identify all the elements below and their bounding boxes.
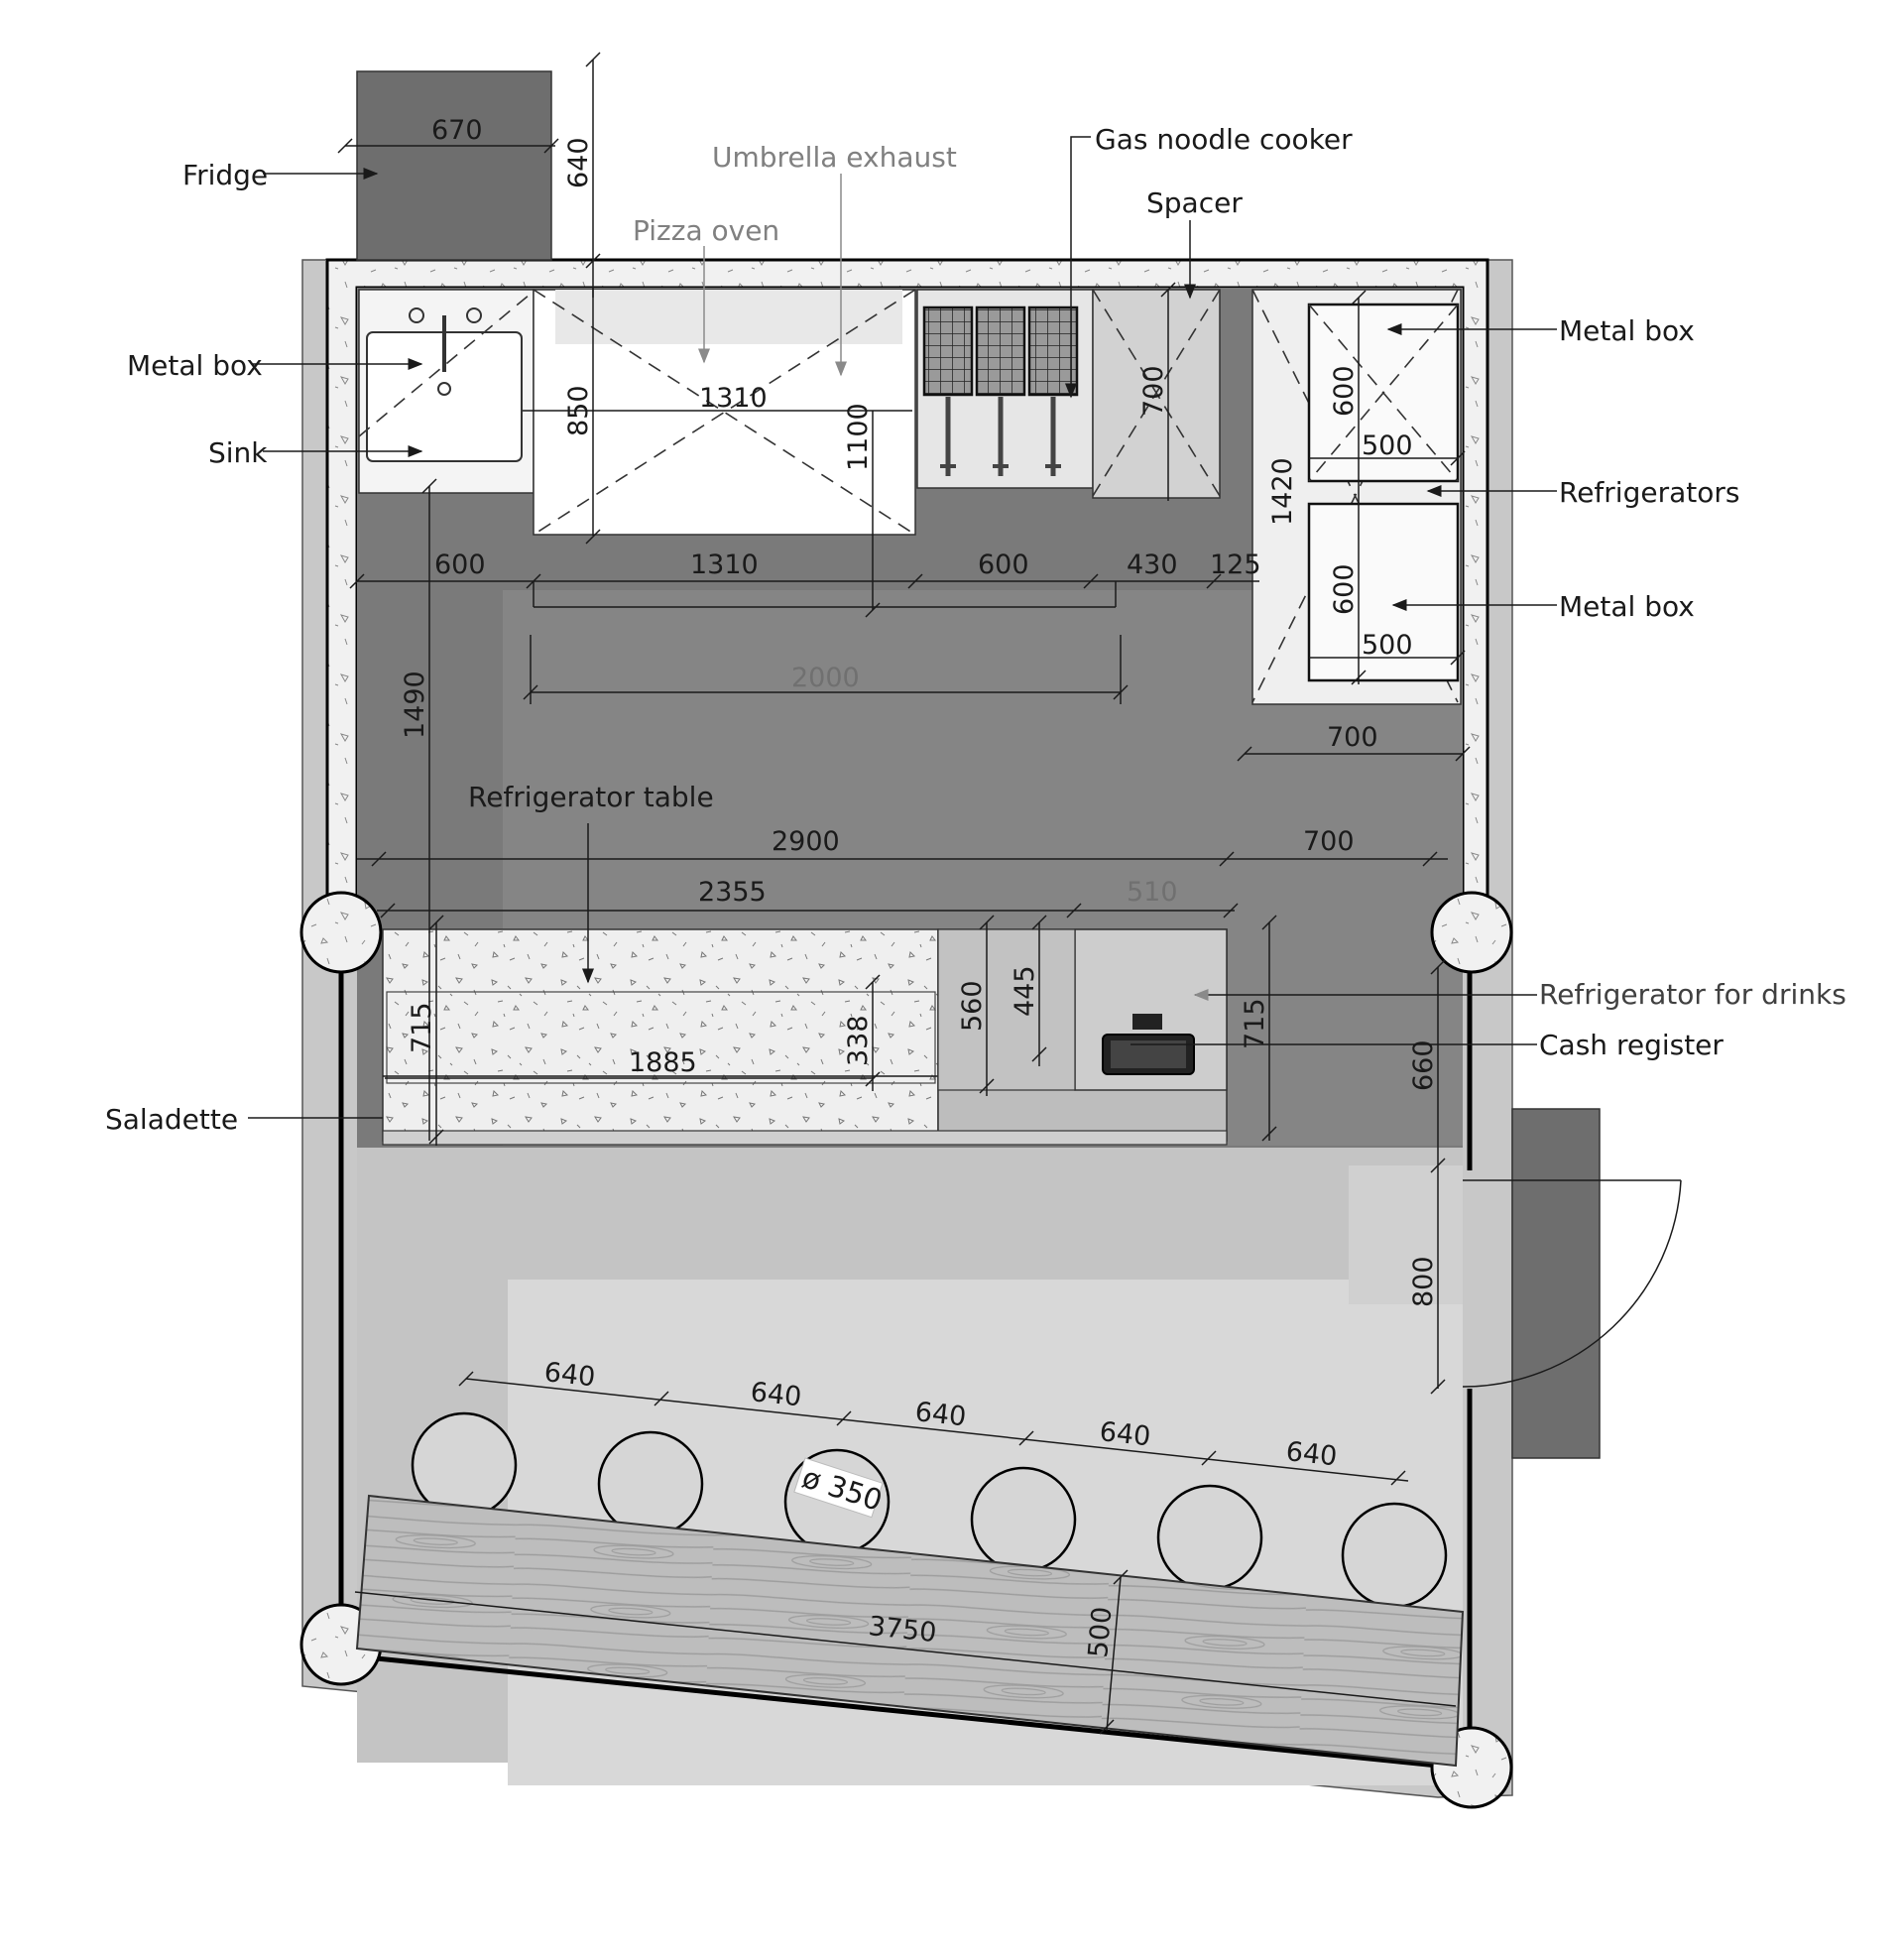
gas-noodle-cooker	[916, 289, 1094, 489]
dim-row-oven: 1310	[690, 550, 759, 580]
dim-bar-length: 3750	[867, 1611, 938, 1649]
dim-saladette-depth: 715	[407, 1002, 437, 1053]
bar-counter	[355, 1494, 1465, 1768]
stool-2[interactable]	[597, 1430, 704, 1537]
label-refrigerator-table: Refrigerator table	[468, 781, 714, 813]
fridge	[356, 70, 552, 261]
dim-counter-560: 560	[957, 980, 988, 1032]
stool-4[interactable]	[970, 1466, 1077, 1573]
dim-fridge-unit-depth-bottom: 600	[1329, 563, 1360, 615]
dim-fridge-depth: 640	[563, 137, 594, 188]
dim-stool-spacing-1: 640	[542, 1357, 597, 1393]
label-refrigerator-for-drinks: Refrigerator for drinks	[1539, 978, 1846, 1011]
dim-span-700: 700	[1303, 826, 1355, 857]
label-cash-register: Cash register	[1539, 1029, 1724, 1061]
label-spacer: Spacer	[1146, 186, 1243, 219]
dim-stool-spacing-3: 640	[913, 1397, 968, 1432]
dim-span-2355: 2355	[698, 877, 767, 908]
dim-saladette-inner: 338	[843, 1015, 874, 1066]
dim-stool-spacing-2: 640	[749, 1377, 803, 1412]
dim-span-510: 510	[1127, 877, 1178, 908]
dim-stool-spacing-4: 640	[1098, 1416, 1152, 1452]
label-pizza-oven: Pizza oven	[633, 214, 779, 247]
column-top-left	[299, 891, 383, 974]
label-sink: Sink	[208, 436, 268, 469]
label-umbrella-exhaust: Umbrella exhaust	[712, 141, 957, 174]
dim-row-gap: 125	[1210, 550, 1261, 580]
dim-stool-spacing-5: 640	[1284, 1436, 1339, 1472]
dim-exhaust-depth: 1100	[843, 403, 874, 471]
dim-fridge-unit-width-top: 500	[1362, 430, 1413, 461]
dim-saladette-width: 1885	[629, 1047, 697, 1078]
dimension-lines	[337, 52, 1471, 1735]
label-metal-box-left: Metal box	[127, 349, 263, 382]
dim-fridge-unit-width-bottom: 500	[1362, 630, 1413, 661]
dim-aisle-right: 700	[1327, 722, 1378, 753]
sink-counter	[358, 289, 536, 494]
entrance-door	[1462, 1108, 1682, 1459]
dim-kitchen-depth: 1490	[400, 671, 430, 739]
label-metal-box-top-right: Metal box	[1559, 314, 1695, 347]
dim-row-sink: 600	[434, 550, 486, 580]
label-metal-box-bottom-right: Metal box	[1559, 590, 1695, 623]
saladette	[382, 928, 939, 1142]
dim-drinks-depth: 715	[1240, 998, 1270, 1049]
dim-row-cooker: 600	[978, 550, 1029, 580]
column-top-right	[1430, 891, 1513, 974]
dim-refrigerators-total: 1420	[1267, 457, 1298, 526]
dim-door-width: 800	[1408, 1256, 1439, 1307]
spacer	[1092, 289, 1221, 499]
stool-6[interactable]	[1341, 1502, 1448, 1609]
label-refrigerators: Refrigerators	[1559, 476, 1739, 509]
dim-oven-width-inner: 1310	[699, 383, 768, 414]
dim-fridge-unit-depth-top: 600	[1329, 365, 1360, 417]
metal-box-bottom	[1307, 502, 1460, 682]
dim-bar-depth: 500	[1083, 1606, 1118, 1659]
dim-fridge-width: 670	[431, 115, 483, 146]
dim-spacer-depth: 700	[1138, 365, 1169, 417]
dim-row-spacer: 430	[1127, 550, 1178, 580]
stool-5[interactable]	[1156, 1484, 1263, 1591]
leader-lines	[248, 136, 1557, 1119]
label-gas-noodle-cooker: Gas noodle cooker	[1095, 123, 1353, 156]
dim-span-2900: 2900	[772, 826, 840, 857]
label-saladette: Saladette	[105, 1103, 238, 1136]
dim-oven-depth: 850	[563, 385, 594, 436]
pizza-oven	[533, 289, 916, 536]
dim-exhaust-total: 2000	[791, 663, 860, 693]
refrigerators	[1251, 289, 1462, 705]
dim-right-660: 660	[1408, 1039, 1439, 1091]
label-fridge: Fridge	[182, 159, 268, 191]
dim-counter-445: 445	[1010, 965, 1040, 1017]
